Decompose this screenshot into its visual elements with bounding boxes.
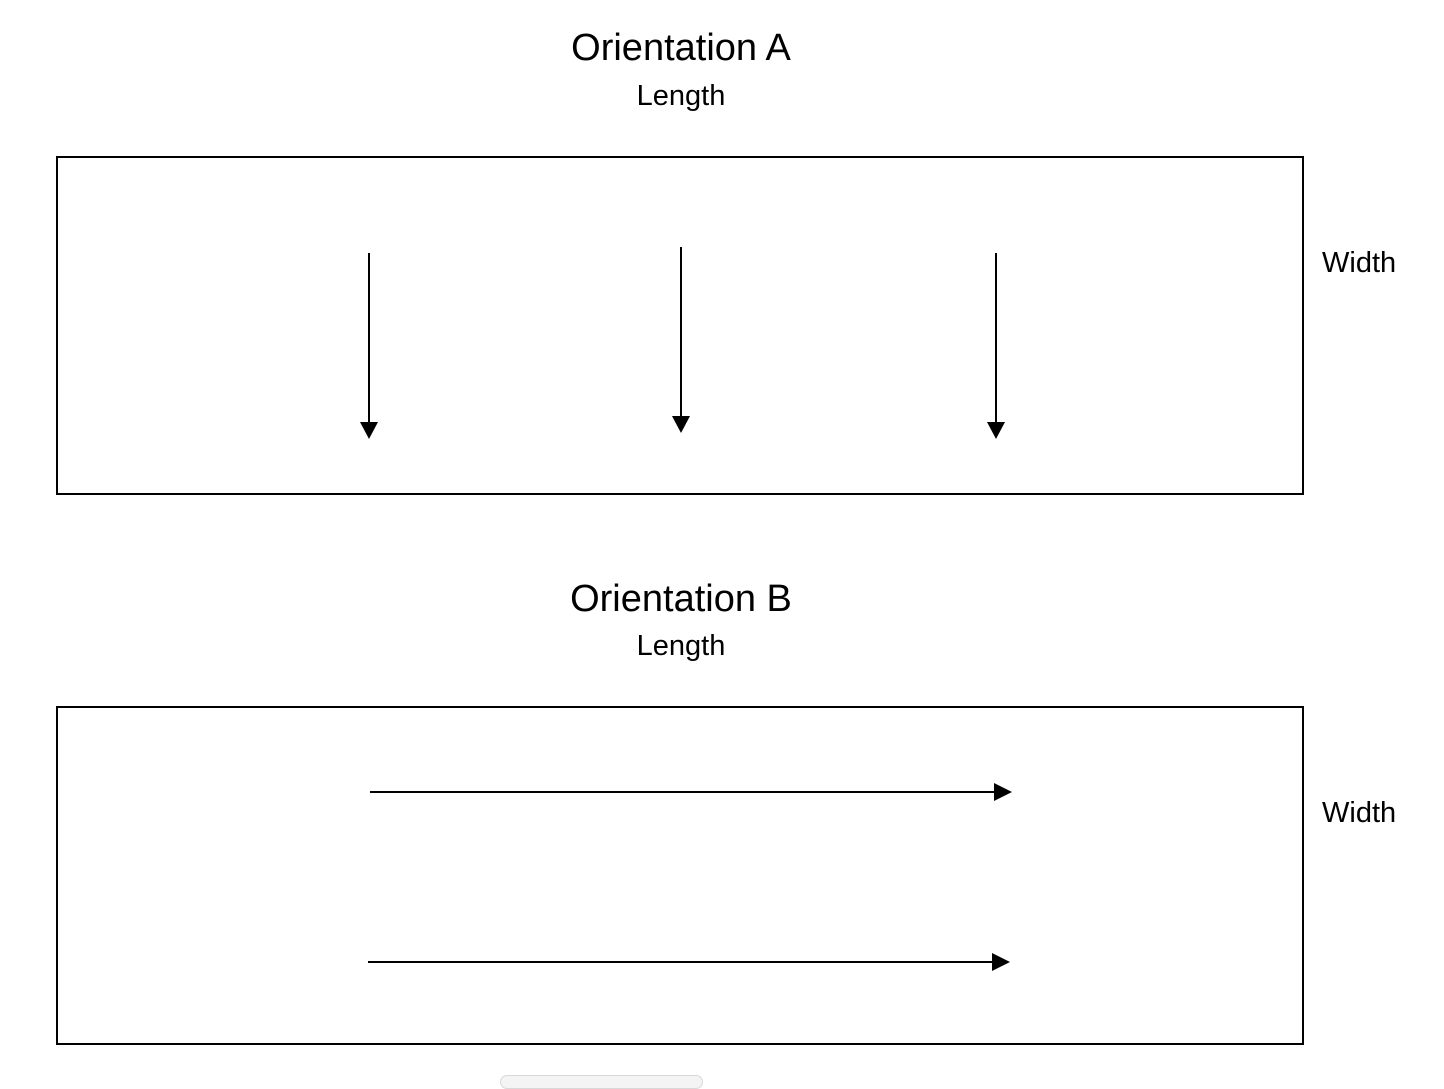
- arrow-down-1: [360, 253, 378, 439]
- arrow-right-2: [368, 953, 1010, 971]
- orientation-a-width-label: Width: [1322, 247, 1397, 279]
- orientation-b-arrows: [368, 783, 1012, 971]
- orientation-a-panel: [56, 156, 1304, 495]
- orientation-b-panel: [56, 706, 1304, 1045]
- arrow-right-1: [370, 783, 1012, 801]
- orientation-a-length-label: Length: [636, 80, 726, 112]
- scrollbar-handle[interactable]: [500, 1075, 703, 1089]
- orientation-b-length-label: Length: [636, 630, 726, 662]
- arrow-down-2: [672, 247, 690, 433]
- orientation-b-title: Orientation B: [570, 578, 792, 620]
- orientation-a-arrows: [360, 247, 1005, 439]
- orientation-b-width-label: Width: [1322, 797, 1397, 829]
- arrow-down-3: [987, 253, 1005, 439]
- orientation-a-title: Orientation A: [571, 27, 791, 69]
